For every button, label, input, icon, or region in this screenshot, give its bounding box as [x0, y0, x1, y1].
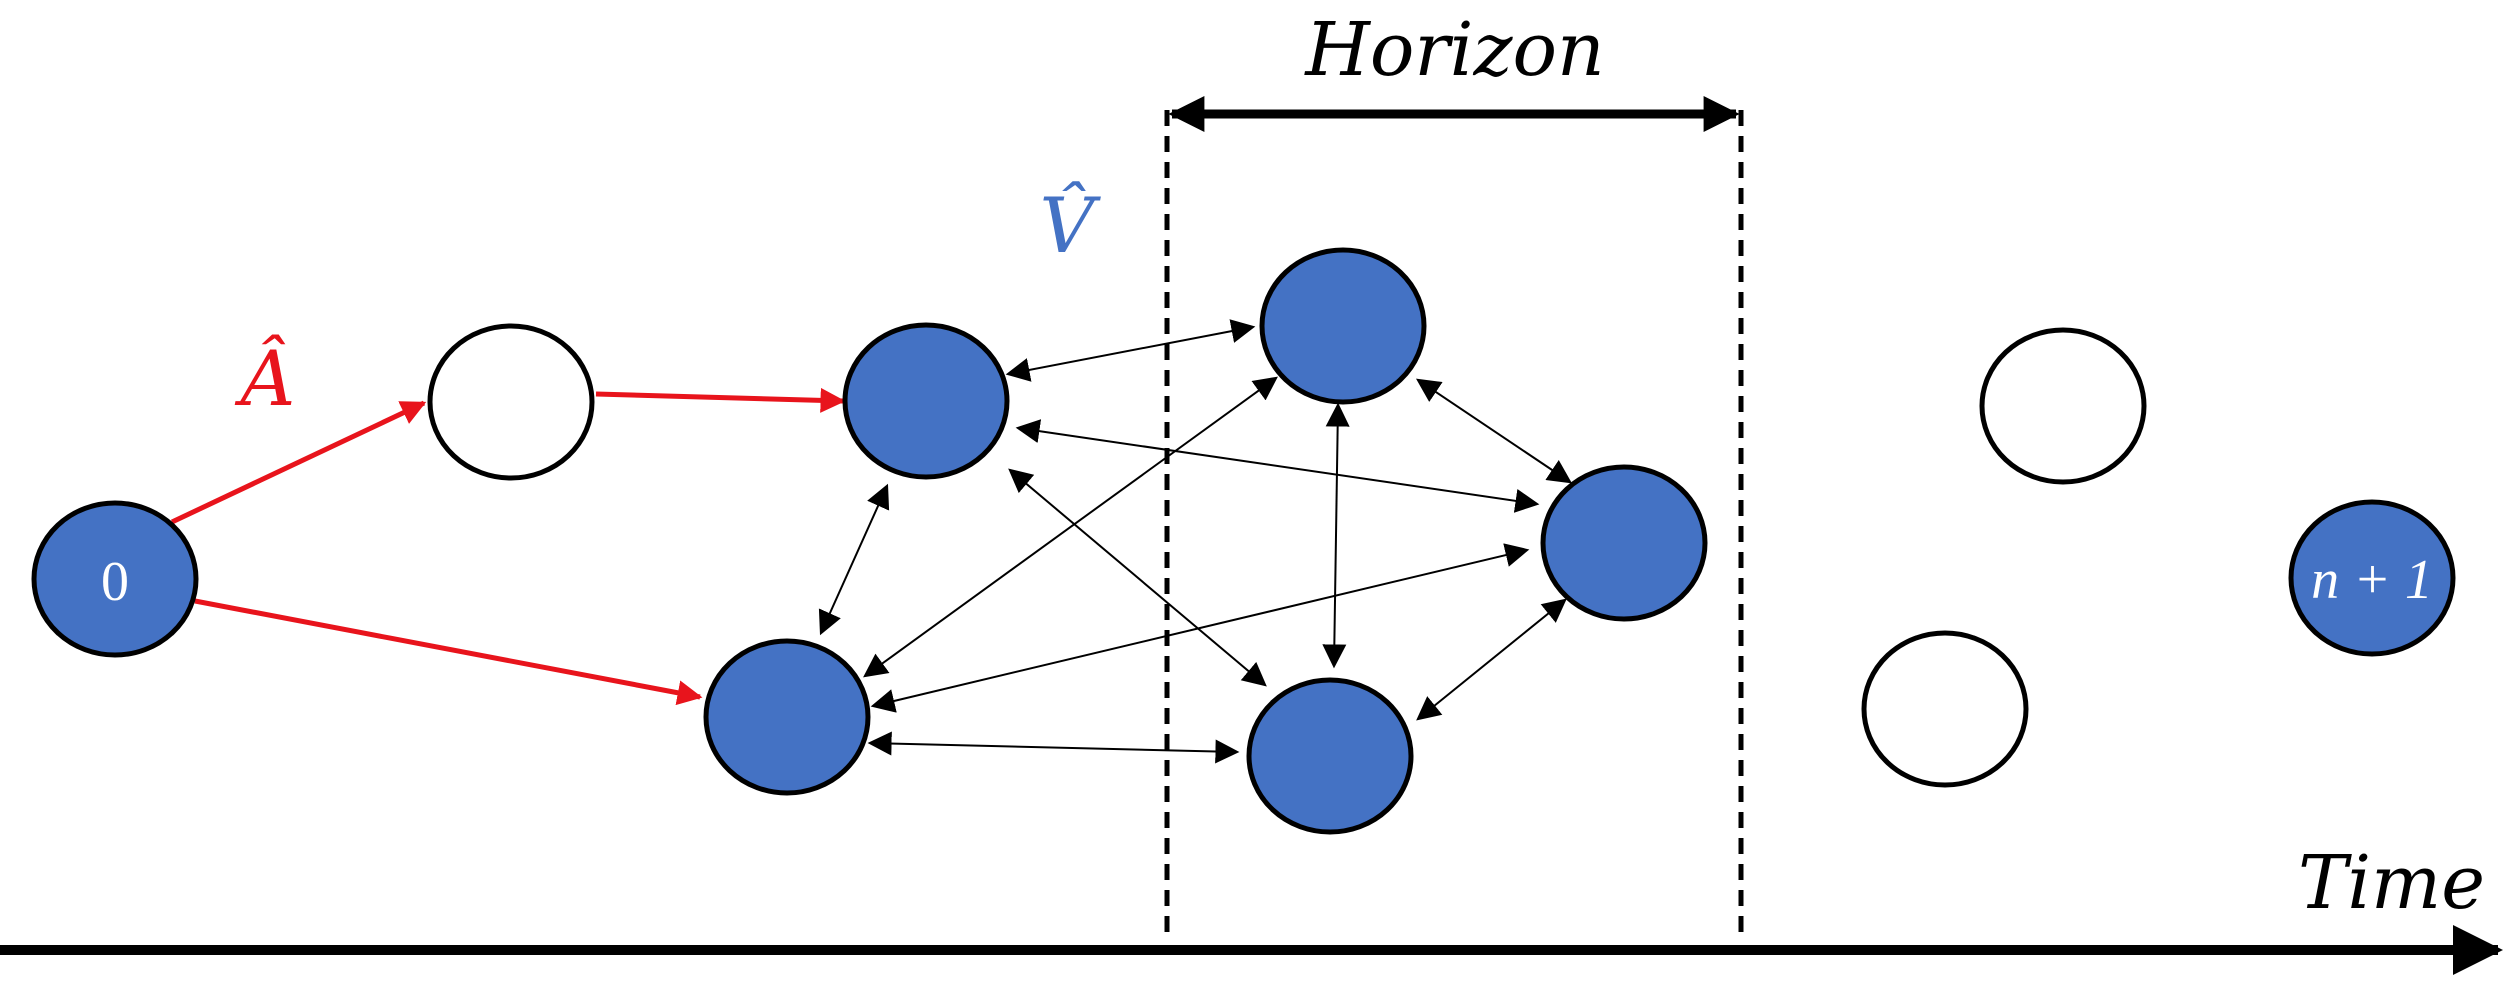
node-visited-top-left — [842, 322, 1010, 480]
arc-topleft-bottomleft — [818, 483, 890, 636]
node-visited-right — [1540, 464, 1708, 622]
v-hat-label: V̂ — [1040, 181, 1102, 270]
end-node-label: n + 1 — [2311, 549, 2433, 611]
node-start — [31, 500, 199, 658]
nodes — [31, 247, 2456, 835]
red-arc-start-to-unvisited — [170, 400, 427, 525]
node-unvisited-1 — [427, 323, 595, 481]
node-end — [2288, 499, 2456, 657]
arc-topleft-bottommiddle — [1008, 468, 1267, 687]
arc-bottomleft-bottommiddle — [867, 731, 1240, 764]
a-hat-label: Â — [235, 333, 296, 423]
node-unvisited-3 — [1861, 630, 2029, 788]
red-arc-unvisited-to-visited — [595, 387, 846, 413]
red-arc-start-to-bottom-left — [194, 598, 703, 706]
start-node-label: 0 — [101, 551, 129, 613]
v-hat-arcs — [818, 319, 1572, 764]
node-visited-bottom-middle — [1246, 677, 1414, 835]
time-label: Time — [2298, 840, 2485, 926]
horizon-label: Horizon — [1303, 7, 1604, 93]
arc-bottomleft-right — [870, 543, 1530, 713]
arc-bottommiddle-right — [1416, 598, 1567, 721]
a-hat-arcs — [170, 387, 846, 706]
arc-topmiddle-right — [1416, 378, 1572, 484]
node-visited-bottom-left — [703, 638, 871, 796]
arc-topleft-right — [1015, 419, 1540, 513]
node-unvisited-2 — [1979, 327, 2147, 485]
arc-topmiddle-bottommiddle — [1322, 402, 1350, 669]
node-visited-top-middle — [1259, 247, 1427, 405]
arc-topleft-topmiddle — [1005, 319, 1256, 382]
